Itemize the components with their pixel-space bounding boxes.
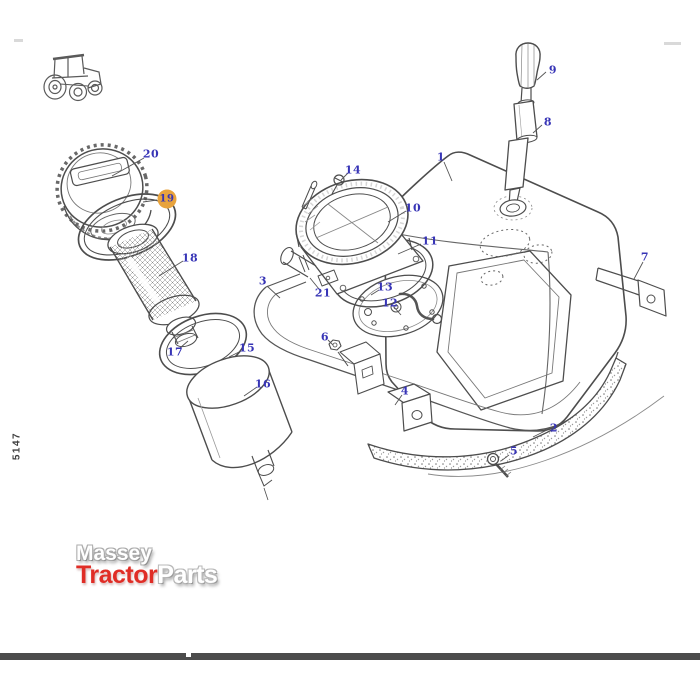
callout-13[interactable]: 13: [376, 280, 394, 294]
callout-9[interactable]: 9: [548, 63, 558, 77]
callout-10[interactable]: 10: [404, 201, 422, 215]
callout-14[interactable]: 14: [344, 163, 362, 177]
callout-19[interactable]: 19: [157, 189, 177, 209]
filler-neck-assembly-drawing: [280, 174, 444, 338]
strap-drawing: [367, 357, 665, 477]
tractor-icon: [43, 53, 103, 102]
callout-1[interactable]: 1: [436, 150, 446, 164]
crop-mark-right: [664, 42, 681, 45]
fuel-cap-drawing: [55, 143, 152, 241]
callout-11[interactable]: 11: [421, 234, 439, 248]
brackets-drawing: [328, 267, 667, 478]
callout-5[interactable]: 5: [509, 444, 519, 458]
callout-17[interactable]: 17: [166, 345, 184, 359]
bottom-bar: [0, 653, 700, 660]
callout-3[interactable]: 3: [258, 274, 268, 288]
callout-15[interactable]: 15: [238, 341, 256, 355]
crop-mark-left: [14, 39, 23, 42]
strainer-drawing: [107, 223, 200, 348]
callout-8[interactable]: 8: [543, 115, 553, 129]
filter-bowl-drawing: [158, 312, 293, 501]
fuel-tank-drawing: [384, 151, 627, 432]
callout-20[interactable]: 20: [142, 147, 160, 161]
brand-logo-tractor: Tractor: [76, 561, 158, 590]
leader-lines: [111, 71, 644, 462]
callout-12[interactable]: 12: [381, 296, 399, 310]
callout-2[interactable]: 2: [549, 421, 559, 435]
brand-logo-line1: Massey: [76, 542, 152, 565]
bottom-bar-notch: [186, 653, 191, 657]
callout-18[interactable]: 18: [181, 251, 199, 265]
callout-7[interactable]: 7: [640, 250, 650, 264]
brand-logo-parts: Parts: [157, 561, 218, 590]
gauge-rod-drawing: [493, 42, 541, 221]
callout-16[interactable]: 16: [254, 377, 272, 391]
callout-21[interactable]: 21: [314, 286, 332, 300]
brand-logo: Massey TractorParts: [76, 542, 218, 588]
callout-4[interactable]: 4: [400, 384, 410, 398]
brand-logo-line2: TractorParts: [76, 563, 218, 588]
callout-6[interactable]: 6: [320, 330, 330, 344]
